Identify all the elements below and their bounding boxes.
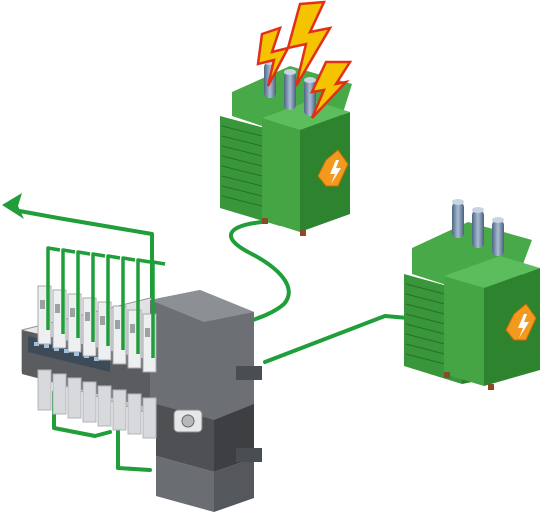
feeder-breaker	[97, 254, 121, 427]
output-bus	[12, 208, 154, 302]
electric-hazard-icon	[317, 149, 349, 187]
bushings	[452, 199, 504, 256]
wire-upper-transformer	[224, 220, 291, 332]
wire-lower-transformer	[263, 314, 410, 364]
lightning-bolt-icon	[256, 0, 353, 119]
feeder-breaker	[52, 248, 76, 415]
feeder-breakers	[37, 246, 166, 439]
electric-hazard-icon	[505, 303, 537, 341]
feeder-breaker	[67, 250, 91, 419]
feeder-breaker	[112, 256, 136, 431]
lower-transformer	[404, 199, 540, 390]
upper-transformer	[220, 59, 352, 236]
feeder-breaker	[37, 246, 61, 411]
output-arrow-icon	[2, 193, 24, 219]
feeder-breaker	[127, 258, 151, 435]
wire-bottom-loop-b	[116, 428, 152, 472]
feeder-breaker	[142, 260, 166, 439]
feeder-breaker	[82, 252, 106, 423]
